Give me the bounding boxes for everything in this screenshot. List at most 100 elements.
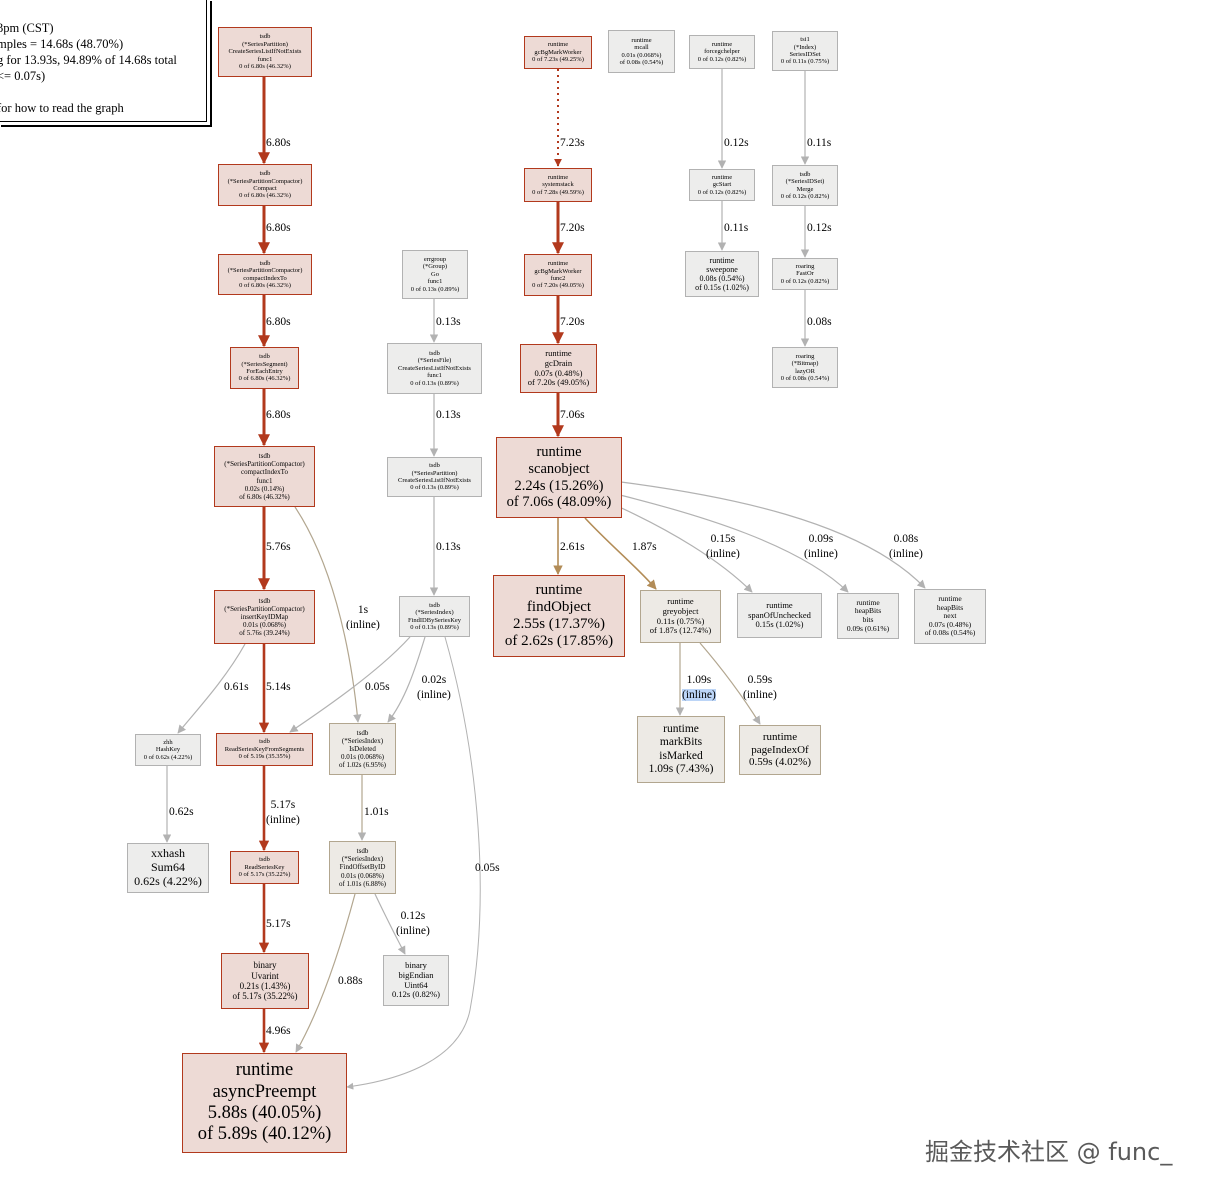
node-text-line: 0.21s (1.43%)	[239, 981, 291, 991]
node-series-partition-create[interactable]: tsdb(*SeriesPartition)CreateSeriesListIf…	[387, 457, 482, 497]
edge-label: 1.87s	[632, 540, 657, 555]
node-text-line: 0 of 7.28s (49.59%)	[532, 188, 584, 196]
edge-label: 0.15s(inline)	[706, 532, 740, 562]
node-text-line: spanOfUnchecked	[748, 609, 811, 620]
edge-label-line: 0.08s	[893, 533, 919, 545]
node-text-line: tsdb	[429, 601, 440, 609]
node-text-line: gcBgMarkWorker	[534, 48, 582, 56]
node-compactor-compact-index-to[interactable]: tsdb(*SeriesPartitionCompactor)compactIn…	[218, 254, 312, 295]
node-text-line: runtime	[667, 595, 694, 606]
node-text-line: 0 of 0.13s (0.89%)	[410, 623, 459, 631]
node-text-line: tsdb	[356, 728, 369, 737]
node-text-line: tsdb	[258, 452, 271, 461]
edge-label-line: 0.12s	[807, 222, 832, 234]
node-text-line: (*SeriesFile)	[417, 357, 452, 365]
node-text-line: (*SeriesPartition)	[411, 469, 458, 477]
node-text-line: systemstack	[542, 181, 574, 189]
node-text-line: 0 of 6.80s (46.32%)	[239, 192, 291, 200]
node-text-line: 0 of 6.80s (46.32%)	[238, 375, 291, 383]
edge-label: 0.59s(inline)	[743, 673, 777, 703]
edge-label-line: 0.12s	[400, 910, 426, 922]
node-text-line: (*SeriesIndex)	[341, 736, 384, 745]
node-text-line: ForEachEntry	[246, 368, 283, 375]
node-text-line: runtime	[663, 723, 699, 736]
node-text-line: of 6.80s (46.32%)	[239, 492, 290, 501]
node-text-line: tsdb	[259, 353, 270, 361]
edge-label-line: 7.20s	[560, 316, 585, 328]
node-text-line: runtime	[766, 599, 793, 610]
node-series-partition-create-func1[interactable]: tsdb(*SeriesPartition)CreateSeriesListIf…	[218, 27, 312, 77]
node-compactor-compact-index-to-func1[interactable]: tsdb(*SeriesPartitionCompactor)compactIn…	[214, 446, 315, 507]
node-text-line: 0.11s (0.75%)	[656, 615, 705, 626]
node-text-line: 0 of 0.12s (0.82%)	[697, 55, 747, 63]
edge-n24-n26	[584, 517, 657, 590]
node-text-line: of 1.02s (6.95%)	[338, 761, 387, 770]
edge-label-line: 6.80s	[266, 137, 291, 149]
edge-n26-n31	[699, 642, 761, 725]
node-text-line: gcStart	[712, 181, 732, 189]
node-text-line: 0 of 7.23s (49.25%)	[532, 56, 584, 64]
edge-label-line: (inline)	[346, 618, 380, 631]
node-text-line: tsdb	[356, 847, 369, 856]
legend-line: <= 0.07s)	[0, 69, 46, 83]
node-text-line: runtime	[856, 597, 880, 607]
legend-line: mples = 14.68s (48.70%)	[0, 37, 124, 51]
node-series-file-create-func1[interactable]: tsdb(*SeriesFile)CreateSeriesListIfNotEx…	[387, 343, 482, 394]
edge-label-line: 0.08s	[807, 316, 832, 328]
node-text-line: runtime	[545, 347, 572, 358]
edge-label: 7.20s	[560, 315, 585, 330]
node-text-line: 0.01s (0.068%)	[243, 621, 286, 630]
edge-label: 6.80s	[266, 221, 291, 236]
node-text-line: gcDrain	[544, 357, 573, 368]
node-text-line: runtime	[709, 255, 735, 265]
edge-label-line: 0.02s	[421, 674, 447, 686]
edge-label-line: 6.80s	[266, 409, 291, 421]
edge-label-line: 0.11s	[724, 222, 749, 234]
edge-label: 5.76s	[266, 540, 291, 555]
edge-label-line: 0.09s	[808, 533, 834, 545]
node-text-line: forcegchelper	[704, 48, 740, 56]
edge-label: 6.80s	[266, 315, 291, 330]
node-text-line: runtime	[762, 731, 798, 744]
edge-n6-n7	[177, 643, 246, 734]
node-text-line: (*SeriesIndex)	[341, 855, 384, 864]
edge-label-line: (inline)	[396, 924, 430, 937]
node-text-line: (*SeriesPartitionCompactor)	[227, 177, 303, 185]
edge-label-line: 1.09s	[686, 674, 712, 686]
edge-label: 0.13s	[436, 540, 461, 555]
node-compactor-insert-key-id-map[interactable]: tsdb(*SeriesPartitionCompactor)insertKey…	[214, 590, 315, 644]
